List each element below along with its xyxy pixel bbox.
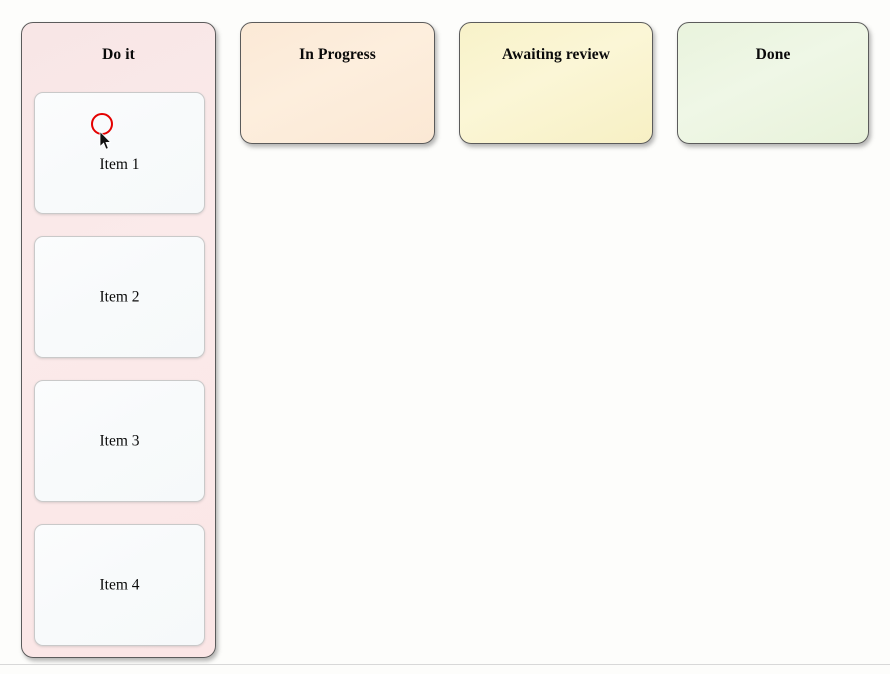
card-item-4[interactable]: Item 4 xyxy=(34,524,205,646)
card-stack-doit: Item 1 Item 2 Item 3 Item 4 xyxy=(34,92,205,657)
card-item-2[interactable]: Item 2 xyxy=(34,236,205,358)
card-label: Item 3 xyxy=(99,432,140,450)
card-item-1[interactable]: Item 1 xyxy=(34,92,205,214)
card-label: Item 1 xyxy=(99,156,140,173)
board-column-inprogress[interactable]: In Progress xyxy=(240,22,435,144)
card-label: Item 4 xyxy=(99,576,140,594)
card-label: Item 2 xyxy=(99,288,140,306)
board-column-awaiting-review[interactable]: Awaiting review xyxy=(459,22,653,144)
column-title-awaiting-review: Awaiting review xyxy=(501,46,611,63)
column-title-done: Done xyxy=(755,46,791,63)
board-column-done[interactable]: Done xyxy=(677,22,869,144)
card-item-3[interactable]: Item 3 xyxy=(34,380,205,502)
column-title-inprogress: In Progress xyxy=(299,46,376,63)
bottom-divider xyxy=(0,664,890,665)
column-title-doit: Do it xyxy=(102,46,135,63)
board-column-doit[interactable]: Do it Item 1 Item 2 Item 3 Item 4 xyxy=(21,22,216,658)
